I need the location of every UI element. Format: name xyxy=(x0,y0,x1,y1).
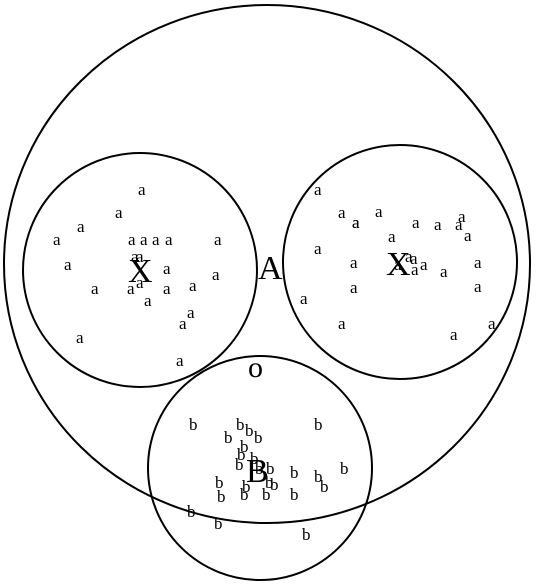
right-x-point: a xyxy=(412,213,420,232)
left-x-point: a xyxy=(131,247,139,266)
set-b-label: B xyxy=(246,453,269,490)
left-x-point: a xyxy=(140,230,148,249)
b-point: b xyxy=(217,487,226,506)
right-x-point: a xyxy=(434,215,442,234)
right-x-point: a xyxy=(375,202,383,221)
right-x-point: a xyxy=(300,289,308,308)
left-x-point: a xyxy=(176,351,184,370)
b-point: b xyxy=(240,485,249,504)
b-point: b xyxy=(189,415,198,434)
b-point: b xyxy=(187,502,196,521)
right-x-point: a xyxy=(458,207,466,226)
right-x-point: a xyxy=(350,278,358,297)
left-x-point: a xyxy=(136,247,144,266)
left-x-point: a xyxy=(163,279,171,298)
left-x-point: a xyxy=(53,230,61,249)
left-x-point: a xyxy=(165,230,173,249)
set-x-left-circle xyxy=(22,152,258,388)
b-point: b xyxy=(320,477,329,496)
left-x-point: a xyxy=(115,203,123,222)
b-point: b xyxy=(240,437,249,456)
right-x-point: a xyxy=(338,314,346,333)
left-x-point: a xyxy=(189,276,197,295)
b-point: b xyxy=(236,415,245,434)
left-x-point: a xyxy=(179,314,187,333)
right-x-point: a xyxy=(352,213,360,232)
left-x-point: a xyxy=(128,230,136,249)
b-point: b xyxy=(245,421,254,440)
right-x-point: a xyxy=(338,203,346,222)
set-x-right-circle xyxy=(282,144,518,380)
right-x-point: a xyxy=(394,255,402,274)
b-point: b xyxy=(250,449,259,468)
b-point: b xyxy=(235,455,244,474)
b-point: b xyxy=(290,463,299,482)
left-x-point: a xyxy=(212,265,220,284)
right-x-point: a xyxy=(450,325,458,344)
left-x-point: a xyxy=(144,291,152,310)
b-point: b xyxy=(242,477,251,496)
left-x-point: a xyxy=(76,328,84,347)
b-point: b xyxy=(254,428,263,447)
set-a-label: A xyxy=(258,250,283,287)
right-x-point: a xyxy=(314,239,322,258)
left-x-point: a xyxy=(136,273,144,292)
right-x-point: a xyxy=(405,247,413,266)
b-point: b xyxy=(255,459,264,478)
b-point: b xyxy=(314,467,323,486)
right-x-point: a xyxy=(464,226,472,245)
set-a-circle xyxy=(3,4,531,524)
b-point: b xyxy=(314,415,323,434)
right-x-point: a xyxy=(488,314,496,333)
left-x-point: a xyxy=(214,230,222,249)
right-x-point: a xyxy=(352,213,360,232)
b-point: b xyxy=(302,525,311,544)
left-x-point: a xyxy=(187,303,195,322)
b-point: b xyxy=(290,485,299,504)
right-x-point: a xyxy=(420,255,428,274)
left-x-point: a xyxy=(91,279,99,298)
b-point: b xyxy=(214,514,223,533)
point-o-label: o xyxy=(248,351,263,384)
set-x-left-label: X xyxy=(128,253,153,290)
left-x-point: a xyxy=(163,259,171,278)
right-x-point: a xyxy=(455,215,463,234)
b-point: b xyxy=(270,475,279,494)
b-point: b xyxy=(224,428,233,447)
b-point: b xyxy=(340,459,349,478)
b-point: b xyxy=(262,485,271,504)
b-point: b xyxy=(266,459,275,478)
left-x-point: a xyxy=(127,279,135,298)
left-x-point: a xyxy=(138,180,146,199)
left-x-point: a xyxy=(64,255,72,274)
right-x-point: a xyxy=(410,249,418,268)
right-x-point: a xyxy=(474,253,482,272)
right-x-point: a xyxy=(388,227,396,246)
b-point: b xyxy=(215,473,224,492)
right-x-point: a xyxy=(440,262,448,281)
left-x-point: a xyxy=(152,230,160,249)
set-x-right-label: X xyxy=(386,246,411,283)
right-x-point: a xyxy=(314,180,322,199)
right-x-point: a xyxy=(411,260,419,279)
right-x-point: a xyxy=(474,277,482,296)
set-b-circle xyxy=(147,355,373,581)
b-point: b xyxy=(265,473,274,492)
left-x-point: a xyxy=(77,217,85,236)
right-x-point: a xyxy=(350,253,358,272)
b-point: b xyxy=(237,445,246,464)
